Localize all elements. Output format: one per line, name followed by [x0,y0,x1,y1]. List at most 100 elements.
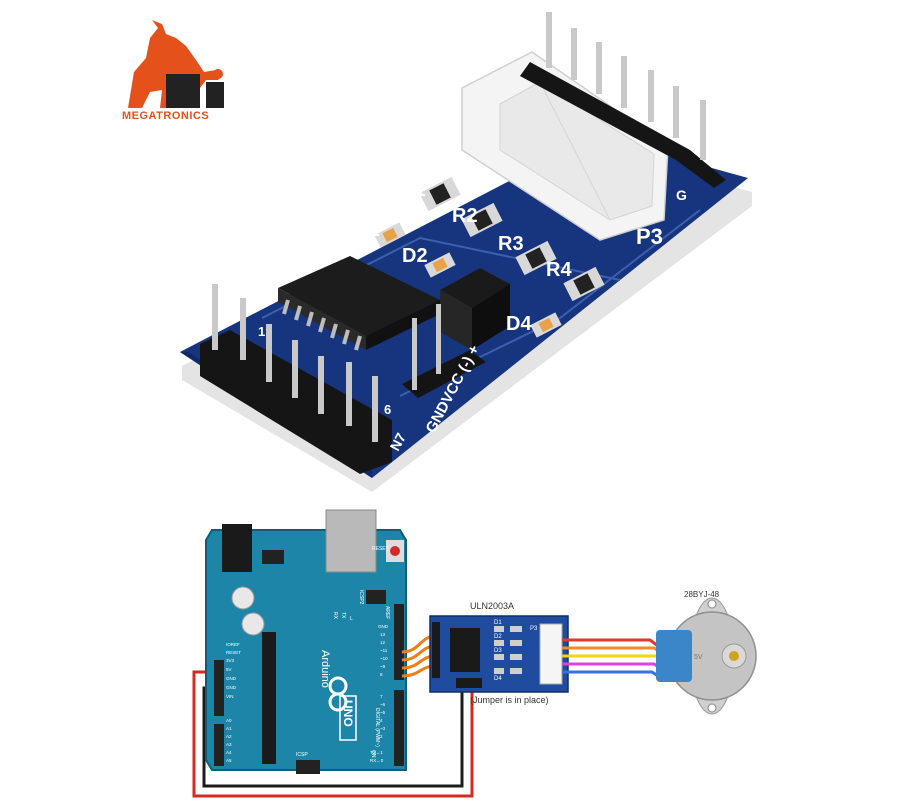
power-pin-vin: VIN [226,694,234,699]
silk-g: G [676,187,687,203]
digital-pin-9: ~9 [380,664,386,669]
logo-i-dot [213,69,223,79]
driver-label: ULN2003A [470,601,514,611]
digital-pin-6: ~6 [380,702,386,707]
uno-badge [339,695,357,741]
arduino-icsp-label: ICSP [296,752,308,758]
capacitor-2 [241,612,265,636]
resistors [419,176,605,302]
module-d1-label: D1 [494,620,502,626]
module-input-header [432,622,440,678]
digital-header-bottom [394,690,404,766]
brand-name: MEGATRONICS [122,110,210,122]
arduino-icsp2-label: ICSP2 [358,590,364,605]
power-header-arduino [214,660,224,716]
top-pin-header [520,12,726,188]
arduino-l-label: L [350,616,353,622]
silk-pin1: 1 [258,324,265,339]
logo-i-block [206,82,224,108]
resistor-r4 [563,266,605,302]
icsp2-header [366,590,386,604]
silk-r1: R1 [400,179,426,201]
dc-jack [222,524,252,572]
digital-pin-8: 8 [380,672,383,677]
digital-pin-0: RX←0 [370,758,384,763]
silk-r4: R4 [546,259,572,281]
digital-pin-11: ~11 [380,648,388,653]
uln2003-chip [278,256,440,351]
power-jumper [440,268,510,350]
digital-pin-5: ~5 [380,710,386,715]
resistor-r3 [515,240,557,276]
silk-pin6: 6 [384,402,391,417]
analog-pin-a2: A2 [226,734,232,739]
arduino-rx-label: RX [332,612,338,620]
silk-d1: D1 [354,219,380,241]
module-jumper [456,678,482,688]
mount-hole-top [707,599,717,609]
module-d2-label: D2 [494,634,502,640]
analog-pin-a4: A4 [226,750,232,755]
uln2003-board-photo: R1 R2 R3 R4 D1 D2 D4 P3 G GNDVCC (-) + N… [180,12,752,492]
motor-voltage-label: 5V [694,654,703,661]
led-d4 [530,312,562,338]
power-pin-gnd1: GND [226,676,237,681]
module-chip [450,628,480,672]
motor-label: 28BYJ-48 [684,590,720,599]
power-pin-gnd2: GND [226,685,237,690]
input-pin-header [200,284,392,474]
mount-hole-bottom [707,703,717,713]
power-header [402,304,486,398]
stepper-motor-28byj48 [656,597,757,715]
wire-5v-red [192,670,474,798]
icsp-header [296,760,320,774]
reset-button [390,546,400,556]
power-pin-ioref: IOREF [226,642,240,647]
digital-pin-2: 2 [380,734,383,739]
motor-wires [562,638,663,678]
silk-r2: R2 [452,205,478,227]
arduino-digital-label: DIGITAL (PWM~) [374,708,380,747]
digital-pin-12: 12 [380,640,386,645]
power-pin-5v: 5V [226,667,232,672]
led-d2 [424,252,456,278]
arduino-model-label: UNO [341,700,355,727]
arduino-uno-board [205,509,407,774]
wire-pink [562,662,661,670]
resistor-r2 [461,202,503,238]
power-pin-reset: RESET [226,650,241,655]
arduino-brand-label: Arduino [319,650,331,688]
jumper-note: (Jumper is in place) [470,695,549,705]
p3-connector [461,51,669,241]
arduino-on-label: ON [370,750,376,758]
logo-m-block [166,74,200,108]
digital-pin-3: ~3 [380,726,386,731]
digital-pin-gnd: GND [378,624,389,629]
analog-pin-a0: A0 [226,718,232,723]
wire-blue [562,670,659,678]
silk-d2: D2 [402,245,428,267]
digital-pin-13: 13 [380,632,386,637]
module-leds [494,626,522,674]
digital-pin-7: 7 [380,694,383,699]
wire-orange [562,646,661,654]
arduino-tx-label: TX [340,612,346,619]
analog-pin-a3: A3 [226,742,232,747]
voltage-regulator [262,550,284,564]
silk-r3: R3 [498,233,524,255]
silk-p3: P3 [636,224,663,249]
module-d4-label: D4 [494,676,502,682]
digital-pin-4: 4 [380,718,383,723]
digital-pin-1: TX→1 [370,750,383,755]
usb-port [325,509,377,573]
resistor-r1 [419,176,461,212]
silk-in7: N7 [387,430,410,454]
power-pin-3v3: 3V3 [226,658,235,663]
capacitor-1 [231,586,255,610]
silk-d4: D4 [506,313,532,335]
wire-yellow [562,654,663,662]
digital-header-top [394,604,404,680]
digital-pin-10: ~10 [380,656,388,661]
motor-wire-housing [656,630,692,682]
